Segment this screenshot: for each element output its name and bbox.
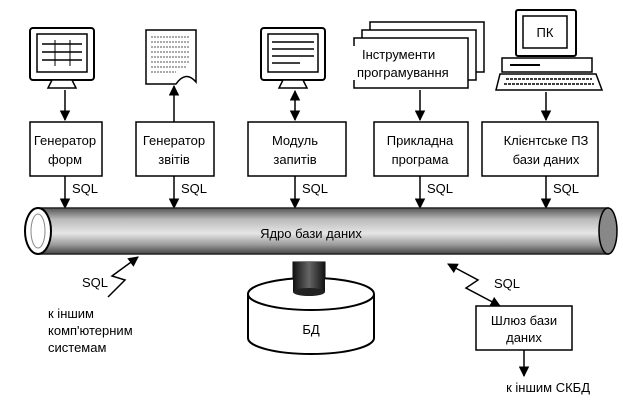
gateway-link: SQL <box>447 263 520 307</box>
left-link-line1: к іншим <box>48 306 94 321</box>
report-generator-sql-label: SQL <box>181 181 207 196</box>
client-software-label-line1: Клієнтське ПЗ <box>504 133 589 148</box>
gateway-label-line2: даних <box>506 330 542 345</box>
tools-label-line1: Інструменти <box>362 47 435 62</box>
database-cylinder-icon: БД <box>247 261 375 355</box>
programming-tools-windows-icon: Інструменти програмування <box>346 21 485 89</box>
report-page-icon <box>145 29 197 85</box>
left-link-line3: системам <box>48 340 106 355</box>
client-software-sql-label: SQL <box>553 181 579 196</box>
query-module-label-line1: Модуль <box>272 133 318 148</box>
client-software-label-line2: бази даних <box>513 152 580 167</box>
query-module-sql-label: SQL <box>302 181 328 196</box>
form-generator-label-line1: Генератор <box>34 133 96 148</box>
gateway-label-line1: Шлюз бази <box>491 313 557 328</box>
report-generator-label-line1: Генератор <box>143 133 205 148</box>
left-link-protocol: SQL <box>82 275 108 290</box>
query-monitor-icon <box>260 27 326 89</box>
query-module-label-line2: запитів <box>273 152 316 167</box>
kernel-label: Ядро бази даних <box>260 226 362 241</box>
gateway-link-protocol: SQL <box>494 276 520 291</box>
right-link-label: к іншим СКБД <box>506 380 590 395</box>
application-program-label-line2: програма <box>392 152 450 167</box>
application-program-label-line1: Прикладна <box>387 133 454 148</box>
pc-icon: ПК <box>495 9 604 91</box>
form-monitor-icon <box>29 27 95 89</box>
form-generator-label-line2: форм <box>48 152 82 167</box>
pc-label: ПК <box>537 25 554 40</box>
gateway-box: Шлюз бази даних <box>475 305 573 351</box>
database-label: БД <box>302 322 320 337</box>
left-link-line2: комп'ютерним <box>48 323 133 338</box>
left-external-link: SQL к іншим комп'ютерним системам <box>48 256 139 355</box>
tools-label-line2: програмування <box>357 65 449 80</box>
form-generator-sql-label: SQL <box>72 181 98 196</box>
database-kernel-bus: Ядро бази даних <box>24 207 618 255</box>
report-generator-label-line2: звітів <box>158 152 190 167</box>
application-program-sql-label: SQL <box>427 181 453 196</box>
